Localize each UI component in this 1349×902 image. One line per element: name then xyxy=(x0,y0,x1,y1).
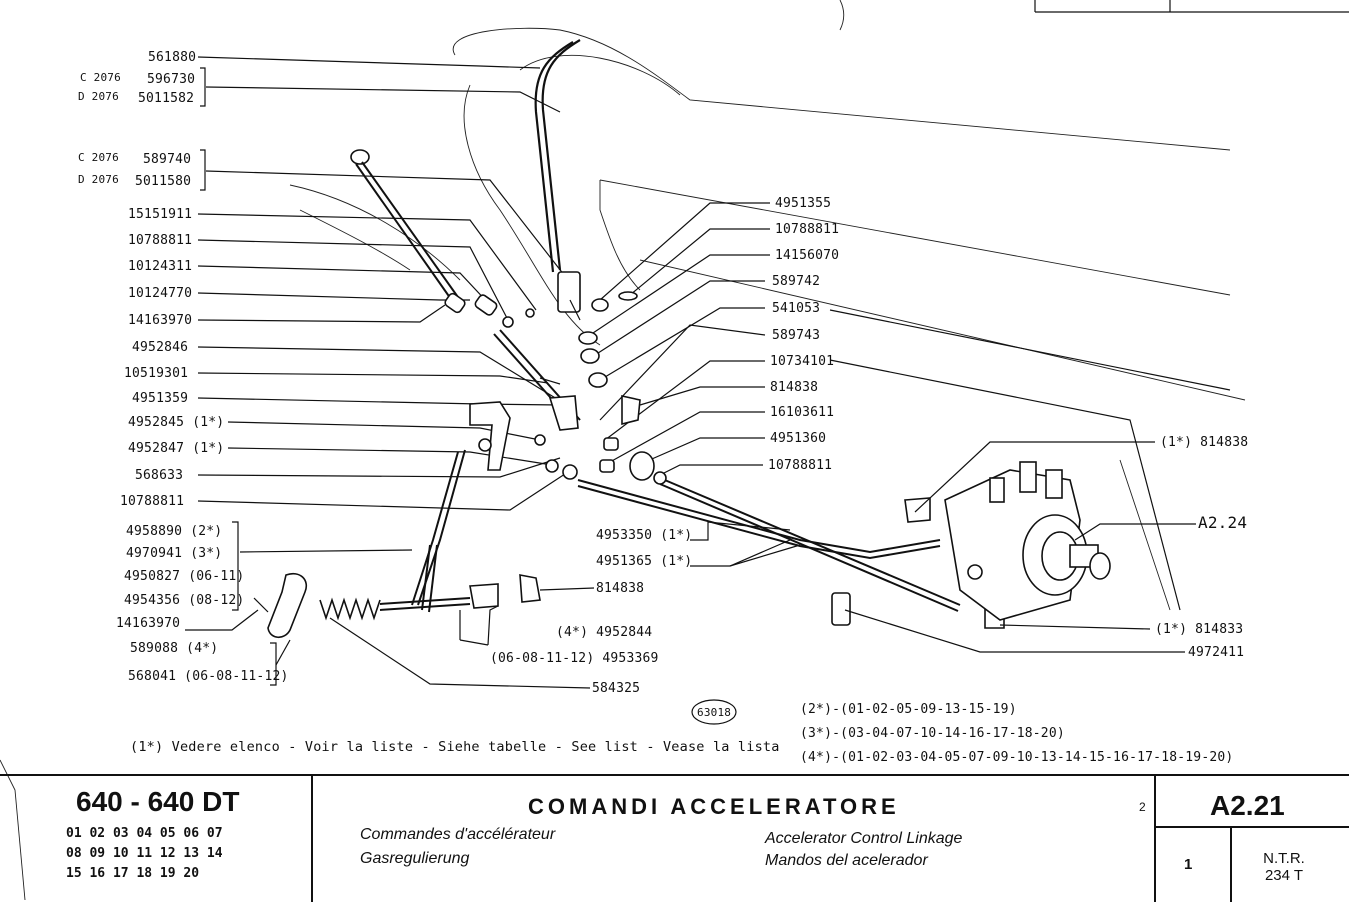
right-labels: 4951355 10788811 14156070 589742 541053 … xyxy=(768,196,839,473)
title-german: Gasregulierung xyxy=(360,850,470,867)
page-small: 2 xyxy=(1139,800,1146,814)
title-french: Commandes d'accélérateur xyxy=(360,826,556,843)
part-label: 4950827 (06-11) xyxy=(124,569,244,584)
part-label: 814838 xyxy=(596,581,644,596)
variant-label: D 2076 xyxy=(78,173,119,186)
variant-label: C 2076 xyxy=(78,151,119,164)
part-label: 14163970 xyxy=(116,616,180,631)
part-label: 584325 xyxy=(592,681,640,696)
part-label: 4972411 xyxy=(1188,645,1244,660)
notes: (2*)-(01-02-05-09-13-15-19) (3*)-(03-04-… xyxy=(130,702,1233,765)
versions-row: 01 02 03 04 05 06 07 xyxy=(66,826,223,841)
part-label: 10788811 xyxy=(120,494,184,509)
part-label: 15151911 xyxy=(128,207,192,222)
part-label: 4958890 (2*) xyxy=(126,524,222,539)
ntr-block: N.T.R. 234 T xyxy=(1256,850,1312,884)
title-cell: COMANDI ACCELERATORE Commandes d'accélér… xyxy=(313,776,1156,902)
part-label: 589088 (4*) xyxy=(130,641,218,656)
part-label: 814838 xyxy=(770,380,818,395)
part-label: 5011580 xyxy=(135,174,191,189)
part-label: 596730 xyxy=(147,72,195,87)
header-corner-box xyxy=(1034,0,1349,13)
part-label: 4952846 xyxy=(132,340,188,355)
part-label: 10788811 xyxy=(775,222,839,237)
part-label: 4954356 (08-12) xyxy=(124,593,244,608)
title-italian: COMANDI ACCELERATORE xyxy=(528,794,900,819)
left-leaders xyxy=(185,56,576,666)
injection-pump xyxy=(944,461,1111,621)
part-label: 589743 xyxy=(772,328,820,343)
model-name: 640 - 640 DT xyxy=(76,786,240,817)
part-label: 568041 (06-08-11-12) xyxy=(128,669,289,684)
part-label: 589742 xyxy=(772,274,820,289)
part-label: 16103611 xyxy=(770,405,834,420)
part-label: 4951359 xyxy=(132,391,188,406)
part-label: 4952845 (1*) xyxy=(128,415,224,430)
title-english: Accelerator Control Linkage xyxy=(765,830,963,847)
part-label: (06-08-11-12) 4953369 xyxy=(490,651,659,666)
lower-leaders xyxy=(329,441,1196,689)
part-label: 10124311 xyxy=(128,259,192,274)
sheet-cell: A2.21 1 N.T.R. 234 T xyxy=(1156,776,1349,902)
note-line: (3*)-(03-04-07-10-14-16-17-18-20) xyxy=(800,726,1065,741)
lower-labels: 4953350 (1*) 4951365 (1*) 814838 (4*) 49… xyxy=(490,435,1248,696)
part-label: 10124770 xyxy=(128,286,192,301)
part-label: 14163970 xyxy=(128,313,192,328)
model-cell: 640 - 640 DT 01 02 03 04 05 06 07 08 09 … xyxy=(0,776,313,902)
left-labels: 561880 C 2076 596730 D 2076 5011582 C 20… xyxy=(78,50,289,684)
part-label: 14156070 xyxy=(775,248,839,263)
part-label: 10734101 xyxy=(770,354,834,369)
part-label: 10788811 xyxy=(128,233,192,248)
part-label: (4*) 4952844 xyxy=(556,625,652,640)
part-label: 541053 xyxy=(772,301,820,316)
part-label: 4951365 (1*) xyxy=(596,554,692,569)
reference-bubble: 63018 xyxy=(691,699,737,725)
ntr-value: 234 T xyxy=(1264,867,1304,884)
part-label: 4953350 (1*) xyxy=(596,528,692,543)
title-block: 640 - 640 DT 01 02 03 04 05 06 07 08 09 … xyxy=(0,774,1349,902)
variant-label: D 2076 xyxy=(78,90,119,103)
part-label: 561880 xyxy=(148,50,196,65)
part-label: 4970941 (3*) xyxy=(126,546,222,561)
ntr-label: N.T.R. xyxy=(1263,850,1305,867)
versions-row: 08 09 10 11 12 13 14 xyxy=(66,846,223,861)
part-label: 568633 xyxy=(135,468,183,483)
sheet-count: 1 xyxy=(1184,856,1193,873)
part-label: 5011582 xyxy=(138,91,194,106)
see-list-note: (1*) Vedere elenco - Voir la liste - Sie… xyxy=(130,739,780,755)
part-label: 4951355 xyxy=(775,196,831,211)
variant-label: C 2076 xyxy=(80,71,121,84)
part-label: 10519301 xyxy=(124,366,188,381)
part-label: 4951360 xyxy=(770,431,826,446)
part-label: 589740 xyxy=(143,152,191,167)
cross-ref-label: A2.24 xyxy=(1198,513,1247,532)
sheet-number: A2.21 xyxy=(1210,790,1285,821)
note-line: (4*)-(01-02-03-04-05-07-09-10-13-14-15-1… xyxy=(800,750,1233,765)
part-label: 10788811 xyxy=(768,458,832,473)
versions-row: 15 16 17 18 19 20 xyxy=(66,866,200,881)
part-label: (1*) 814833 xyxy=(1155,622,1243,637)
note-line: (2*)-(01-02-05-09-13-15-19) xyxy=(800,702,1017,717)
linkage-parts xyxy=(253,39,1111,639)
right-leaders xyxy=(589,202,1231,611)
reference-number: 63018 xyxy=(697,706,731,719)
part-label: (1*) 814838 xyxy=(1160,435,1248,450)
title-spanish: Mandos del acelerador xyxy=(765,852,928,869)
part-label: 4952847 (1*) xyxy=(128,441,224,456)
